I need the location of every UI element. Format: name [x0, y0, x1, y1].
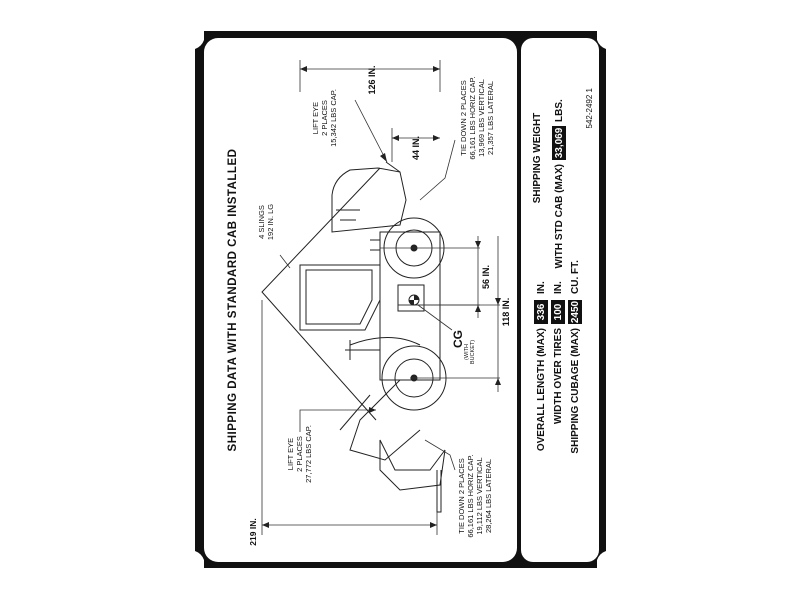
- leader-front-tie-down: [424, 439, 456, 471]
- spec-label: OVERALL LENGTH (MAX): [536, 328, 547, 451]
- front-lift-eye-line-1: LIFT EYE: [286, 438, 295, 470]
- cg-note-line-1: (WITH: [464, 344, 470, 360]
- spec-row-cubage: SHIPPING CUBAGE (MAX) 2450 CU. FT.: [568, 260, 582, 454]
- cab-window: [305, 269, 373, 325]
- front-tie-down-line-1: TIE DOWN 2 PLACES: [457, 458, 466, 533]
- bucket: [379, 439, 446, 491]
- spec-value-box: [551, 300, 565, 324]
- front-fender: [349, 337, 421, 346]
- shipping-weight-heading: SHIPPING WEIGHT: [532, 113, 543, 204]
- dim-118-label: 118 IN.: [501, 298, 511, 327]
- leader-slings: [279, 254, 291, 269]
- rear-tie-down-line-2: 66,161 LBS HORIZ CAP.: [468, 76, 477, 159]
- rear-tie-down-line-1: TIE DOWN 2 PLACES: [459, 80, 468, 155]
- steps: [345, 340, 380, 360]
- shipping-weight-value-box: [552, 126, 566, 160]
- spec-unit: IN.: [553, 281, 564, 294]
- front-tie-down-line-3: 19,112 LBS VERTICAL: [475, 457, 484, 534]
- slings: [261, 161, 401, 421]
- slings-line-2: 192 IN. LG: [266, 204, 275, 240]
- rear-counterweight: [331, 167, 407, 233]
- leader-rear-lift-eye: [354, 99, 388, 163]
- cg-label: CG: [451, 330, 465, 348]
- shipping-weight-label: WITH STD CAB (MAX): [554, 164, 565, 268]
- spec-value-box: [568, 300, 582, 324]
- cg-note-line-2: BUCKET): [470, 340, 476, 364]
- dim-219-extents: [261, 300, 438, 535]
- slings-callout: 4 SLINGS 192 IN. LG: [257, 204, 275, 240]
- rear-tie-down-line-4: 21,357 LBS LATERAL: [486, 81, 495, 155]
- front-lift-eye-callout: LIFT EYE 2 PLACES 27,772 LBS CAP.: [286, 425, 313, 483]
- diagram-panel: [204, 38, 517, 562]
- slings-line-1: 4 SLINGS: [257, 205, 266, 239]
- leader-rear-tie-down: [419, 139, 456, 201]
- spec-value-box: [534, 300, 548, 324]
- front-tie-down-callout: TIE DOWN 2 PLACES 66,161 LBS HORIZ CAP. …: [457, 454, 493, 537]
- loader-drawing: [299, 167, 447, 513]
- specs-content: OVERALL LENGTH (MAX) 336 IN. WIDTH OVER …: [532, 87, 594, 453]
- rear-lift-eye-line-1: LIFT EYE: [311, 102, 320, 134]
- spec-unit: CU. FT.: [570, 260, 581, 294]
- spec-label: WIDTH OVER TIRES: [553, 328, 564, 424]
- rear-lift-eye-line-3: 15,342 LBS CAP.: [329, 89, 338, 147]
- dim-219-label: 219 IN.: [248, 518, 258, 545]
- arrowheads: [262, 66, 501, 528]
- dimension-lines: [261, 60, 500, 535]
- cab: [299, 264, 381, 331]
- dim-44-label: 44 IN.: [411, 136, 421, 160]
- spec-label: SHIPPING CUBAGE (MAX): [570, 328, 581, 454]
- leader-cg: [417, 304, 453, 331]
- bucket-edge: [436, 470, 442, 513]
- dim-126-extents: [299, 60, 441, 92]
- spec-row-width: WIDTH OVER TIRES 100 IN.: [551, 281, 565, 424]
- spec-value: 2450: [570, 300, 581, 323]
- lift-arm: [349, 379, 421, 461]
- frame-detail: [370, 239, 380, 251]
- rear-lift-eye-callout: LIFT EYE 2 PLACES 15,342 LBS CAP.: [311, 89, 338, 147]
- front-lift-eye-line-3: 27,772 LBS CAP.: [304, 425, 313, 483]
- articulation-joint: [397, 284, 425, 312]
- spec-unit: IN.: [536, 281, 547, 294]
- shipping-weight-value: 33,069: [554, 127, 565, 158]
- frame: [379, 231, 441, 381]
- leader-front-lift-eye: [299, 409, 376, 432]
- rear-lift-eye-line-2: 2 PLACES: [320, 100, 329, 136]
- sling-lines-left: [261, 167, 381, 421]
- rear-tie-down-callout: TIE DOWN 2 PLACES 66,161 LBS HORIZ CAP. …: [459, 76, 495, 159]
- rear-tie-down-line-3: 13,969 LBS VERTICAL: [477, 79, 486, 157]
- dim-126-label: 126 IN.: [367, 65, 377, 94]
- sling-rear-attach: [385, 161, 401, 173]
- front-tie-down-line-2: 66,161 LBS HORIZ CAP.: [466, 454, 475, 537]
- dim-56-label: 56 IN.: [481, 265, 491, 289]
- shipping-weight-unit: LBS.: [554, 99, 565, 122]
- part-number: 542-2492 1: [585, 87, 594, 128]
- plate-title: SHIPPING DATA WITH STANDARD CAB INSTALLE…: [227, 149, 239, 452]
- front-tie-down-line-4: 28,264 LBS LATERAL: [484, 459, 493, 533]
- front-lift-eye-line-2: 2 PLACES: [295, 436, 304, 472]
- spec-value: 336: [536, 303, 547, 320]
- cg-marker: [408, 294, 420, 306]
- spec-value: 100: [553, 303, 564, 320]
- lift-cylinder: [339, 394, 371, 431]
- spec-row-overall-length: OVERALL LENGTH (MAX) 336 IN.: [534, 281, 548, 451]
